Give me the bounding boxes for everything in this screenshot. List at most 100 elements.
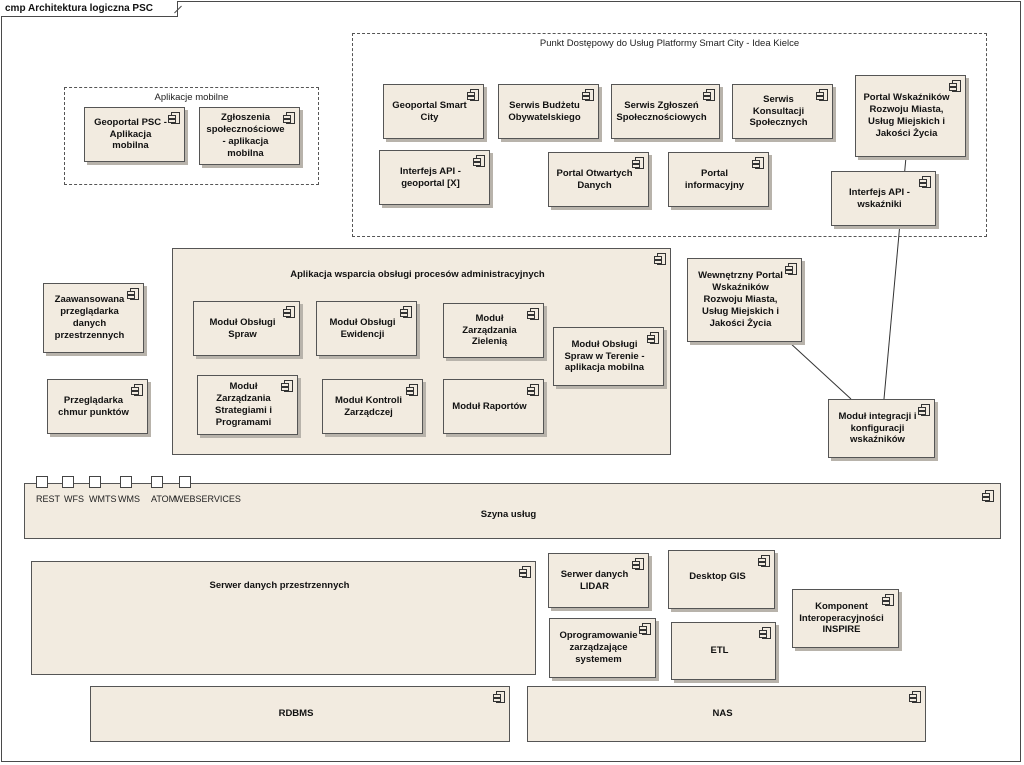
component-label: Aplikacja wsparcia obsługi procesów admi… — [290, 269, 545, 280]
component-icon — [527, 308, 539, 320]
component-label: Portal Otwartych Danych — [556, 167, 633, 191]
component-label: Portal informacyjny — [684, 167, 745, 191]
component-modul-integracji[interactable]: Moduł integracji i konfiguracji wskaźnik… — [828, 399, 935, 458]
component-label: Zaawansowana przeglądarka danych przestr… — [54, 294, 125, 341]
component-modul-ewidencji[interactable]: Moduł Obsługi Ewidencji — [316, 301, 417, 356]
package-mobile-apps-label: Aplikacje mobilne — [154, 92, 229, 103]
port-label-wfs: WFS — [64, 494, 84, 504]
component-icon — [493, 691, 505, 703]
component-icon — [283, 306, 295, 318]
component-label: Desktop GIS — [689, 571, 746, 582]
component-etl[interactable]: ETL — [671, 622, 776, 680]
component-label: Moduł Obsługi Spraw — [209, 316, 276, 340]
component-label: Serwis Konsultacji Społecznych — [749, 93, 808, 129]
component-serwis-konsultacji[interactable]: Serwis Konsultacji Społecznych — [732, 84, 833, 139]
component-portal-wskaznikow[interactable]: Portal Wskaźników Rozwoju Miasta, Usług … — [855, 75, 966, 157]
component-icon — [654, 253, 666, 265]
port-wms[interactable] — [120, 476, 132, 488]
port-label-atom: ATOM — [151, 494, 177, 504]
component-icon — [759, 627, 771, 639]
port-rest[interactable] — [36, 476, 48, 488]
component-label: Interfejs API - geoportal [X] — [400, 165, 461, 189]
component-modul-kontroli[interactable]: Moduł Kontroli Zarządczej — [322, 379, 423, 434]
component-modul-terenie[interactable]: Moduł Obsługi Spraw w Terenie - aplikacj… — [553, 327, 664, 386]
component-interfejs-api-wskazniki[interactable]: Interfejs API - wskaźniki — [831, 171, 936, 226]
component-szyna-uslug[interactable]: Szyna usług — [24, 483, 1001, 539]
component-komponent-inspire[interactable]: Komponent Interoperacyjności INSPIRE — [792, 589, 899, 648]
component-label: Moduł Kontroli Zarządczej — [334, 394, 402, 418]
component-zaawansowana-przegladarka[interactable]: Zaawansowana przeglądarka danych przestr… — [43, 283, 144, 353]
port-wmts[interactable] — [89, 476, 101, 488]
port-atom[interactable] — [151, 476, 163, 488]
component-icon — [703, 89, 715, 101]
port-label-wmts: WMTS — [89, 494, 117, 504]
component-serwis-budzetu[interactable]: Serwis Budżetu Obywatelskiego — [498, 84, 599, 139]
component-label: Moduł Zarządzania Zielenią — [462, 312, 517, 348]
component-icon — [281, 380, 293, 392]
port-webservices[interactable] — [179, 476, 191, 488]
component-label: Komponent Interoperacyjności INSPIRE — [799, 600, 884, 636]
component-geoportal-smart-city[interactable]: Geoportal Smart City — [383, 84, 484, 139]
component-label: Oprogramowanie zarządzające systemem — [559, 630, 638, 665]
port-label-wms: WMS — [118, 494, 140, 504]
component-serwis-zgloszen[interactable]: Serwis Zgłoszeń Społecznościowych — [611, 84, 720, 139]
component-icon — [283, 112, 295, 124]
component-modul-strategii[interactable]: Moduł Zarządzania Strategiami i Programa… — [197, 375, 298, 435]
component-icon — [639, 623, 651, 635]
component-przegladarka-chmur[interactable]: Przeglądarka chmur punktów — [47, 379, 148, 434]
component-nas[interactable]: NAS — [527, 686, 926, 742]
component-portal-otwartych-danych[interactable]: Portal Otwartych Danych — [548, 152, 649, 207]
component-modul-raportow[interactable]: Moduł Raportów — [443, 379, 544, 434]
component-label: Przeglądarka chmur punktów — [58, 394, 129, 418]
component-icon — [406, 384, 418, 396]
component-icon — [519, 566, 531, 578]
component-serwer-lidar[interactable]: Serwer danych LIDAR — [548, 553, 649, 608]
component-oprogramowanie[interactable]: Oprogramowanie zarządzające systemem — [549, 618, 656, 678]
component-label: Serwis Zgłoszeń Społecznościowych — [616, 99, 707, 123]
component-icon — [127, 288, 139, 300]
component-icon — [131, 384, 143, 396]
component-icon — [918, 404, 930, 416]
component-icon — [467, 89, 479, 101]
component-icon — [632, 157, 644, 169]
component-label: Moduł Zarządzania Strategiami i Programa… — [214, 381, 273, 428]
port-wfs[interactable] — [62, 476, 74, 488]
component-portal-informacyjny[interactable]: Portal informacyjny — [668, 152, 769, 207]
package-access-point[interactable]: Punkt Dostępowy do Usług Platformy Smart… — [352, 33, 987, 237]
package-mobile-apps[interactable]: Aplikacje mobilne — [64, 87, 319, 185]
component-label: Geoportal PSC - Aplikacja mobilna — [94, 116, 167, 152]
component-interfejs-api-geoportal[interactable]: Interfejs API - geoportal [X] — [379, 150, 490, 205]
component-label: NAS — [712, 708, 733, 720]
component-label: Portal Wskaźników Rozwoju Miasta, Usług … — [863, 92, 950, 139]
component-wewnetrzny-portal[interactable]: Wewnętrzny Portal Wskaźników Rozwoju Mia… — [687, 258, 802, 342]
component-icon — [785, 263, 797, 275]
component-icon — [647, 332, 659, 344]
component-icon — [758, 555, 770, 567]
component-icon — [752, 157, 764, 169]
component-label: Moduł integracji i konfiguracji wskaźnik… — [838, 410, 917, 446]
component-label: RDBMS — [278, 708, 314, 720]
component-label: Wewnętrzny Portal Wskaźników Rozwoju Mia… — [698, 270, 783, 329]
component-modul-spraw[interactable]: Moduł Obsługi Spraw — [193, 301, 300, 356]
component-icon — [632, 558, 644, 570]
component-zgloszenia-mobile[interactable]: Zgłoszenia społecznościowe - aplikacja m… — [199, 107, 300, 165]
component-geoportal-psc-mobile[interactable]: Geoportal PSC - Aplikacja mobilna — [84, 107, 185, 162]
component-modul-zieleni[interactable]: Moduł Zarządzania Zielenią — [443, 303, 544, 358]
component-label: Geoportal Smart City — [392, 99, 467, 123]
component-label: Moduł Obsługi Ewidencji — [329, 316, 396, 340]
component-serwer-danych-przestrzennych[interactable]: Serwer danych przestrzennych — [31, 561, 536, 675]
component-icon — [816, 89, 828, 101]
component-icon — [949, 80, 961, 92]
component-icon — [919, 176, 931, 188]
port-label-rest: REST — [36, 494, 61, 504]
component-icon — [168, 112, 180, 124]
component-desktop-gis[interactable]: Desktop GIS — [668, 550, 775, 609]
port-label-webservices: WEBSERVICES — [175, 494, 241, 504]
component-rdbms[interactable]: RDBMS — [90, 686, 510, 742]
package-access-point-label: Punkt Dostępowy do Usług Platformy Smart… — [539, 38, 800, 49]
component-label: Zgłoszenia społecznościowe - aplikacja m… — [206, 112, 285, 159]
component-label: Serwer danych przestrzennych — [209, 580, 350, 591]
component-label: Szyna usług — [480, 509, 537, 521]
component-icon — [473, 155, 485, 167]
